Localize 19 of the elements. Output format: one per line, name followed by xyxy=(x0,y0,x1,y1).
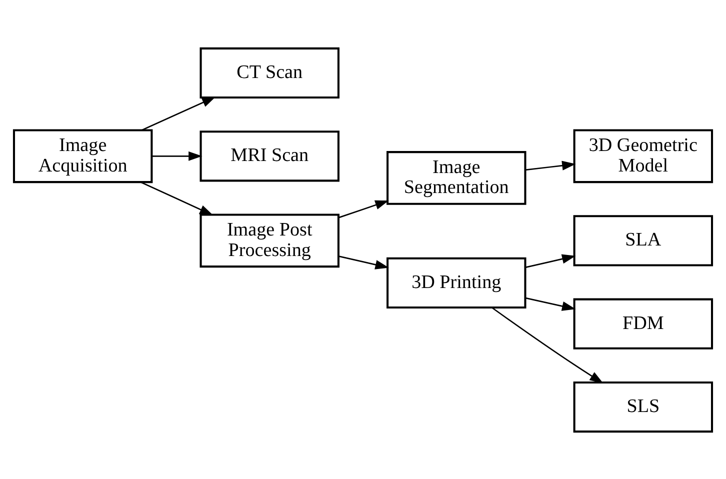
node-box: MRI Scan xyxy=(200,130,340,182)
node-box: SLS xyxy=(573,380,714,432)
node-box: CT Scan xyxy=(200,46,340,98)
arrow xyxy=(142,96,216,130)
node-box: SLA xyxy=(573,214,714,266)
node-box: 3D Printing xyxy=(386,256,526,308)
arrow xyxy=(338,255,389,269)
node-box: Image Post Processing xyxy=(200,213,340,268)
node-box: 3D Geometric Model xyxy=(573,128,714,183)
node-box: FDM xyxy=(573,298,714,349)
arrow xyxy=(152,150,202,160)
node-box: Image Segmentation xyxy=(386,150,526,204)
arrow xyxy=(525,160,576,170)
arrow xyxy=(492,306,604,383)
arrow xyxy=(140,181,214,215)
arrow xyxy=(338,200,389,218)
arrow xyxy=(525,296,576,310)
node-box: Image Acquisition xyxy=(12,128,153,183)
arrow xyxy=(525,254,576,268)
